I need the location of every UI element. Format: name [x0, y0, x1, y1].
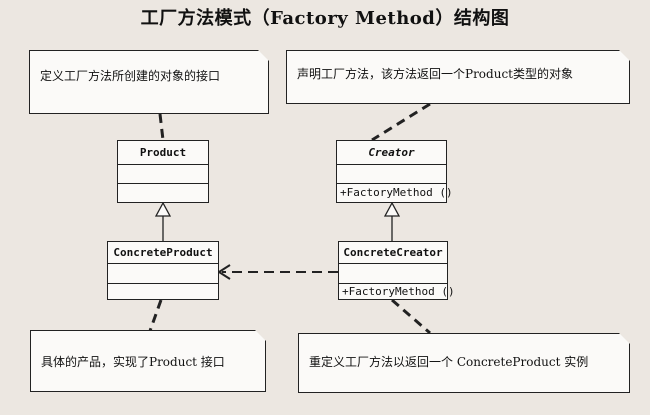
class-attributes — [339, 264, 447, 284]
note-anchor-creator — [371, 102, 431, 142]
note-creator-factory: 声明工厂方法，该方法返回一个Product类型的对象 — [286, 50, 630, 104]
note-anchor-product — [158, 113, 165, 141]
class-concrete-product: ConcreteProduct — [107, 241, 219, 300]
note-fold-corner — [619, 50, 630, 61]
class-creator: Creator +FactoryMethod () — [336, 140, 453, 203]
dependency-arrowhead — [217, 264, 231, 280]
note-anchor-concrete-creator — [391, 298, 431, 335]
note-fold-corner — [255, 330, 266, 341]
note-fold-corner — [619, 333, 630, 344]
class-operations — [108, 284, 218, 300]
generalization-arrow-creator — [383, 201, 401, 217]
note-text: 重定义工厂方法以返回一个 ConcreteProduct 实例 — [309, 355, 589, 369]
note-anchor-concrete-product — [143, 299, 163, 346]
class-product: Product — [117, 140, 209, 203]
note-text: 具体的产品，实现了Product 接口 — [41, 355, 225, 369]
class-operations — [118, 184, 208, 202]
class-attributes — [337, 165, 446, 184]
note-concrete-product: 具体的产品，实现了Product 接口 — [30, 330, 266, 392]
note-text: 声明工厂方法，该方法返回一个Product类型的对象 — [297, 67, 573, 81]
class-name: Creator — [337, 141, 446, 165]
class-concrete-creator: ConcreteCreator +FactoryMethod () — [338, 241, 455, 300]
class-attributes — [108, 264, 218, 284]
note-fold-corner — [258, 50, 269, 61]
class-operation: +FactoryMethod () — [342, 285, 455, 298]
note-text: 定义工厂方法所创建的对象的接口 — [40, 69, 221, 83]
class-operation: +FactoryMethod () — [340, 186, 453, 199]
class-name: Product — [118, 141, 208, 165]
note-concrete-creator: 重定义工厂方法以返回一个 ConcreteProduct 实例 — [298, 333, 630, 393]
class-name: ConcreteProduct — [108, 242, 218, 264]
diagram-title: 工厂方法模式（Factory Method）结构图 — [140, 8, 510, 29]
note-product-interface: 定义工厂方法所创建的对象的接口 — [29, 50, 269, 114]
class-attributes — [118, 165, 208, 184]
generalization-arrow-product — [154, 201, 172, 217]
class-name: ConcreteCreator — [339, 242, 447, 264]
